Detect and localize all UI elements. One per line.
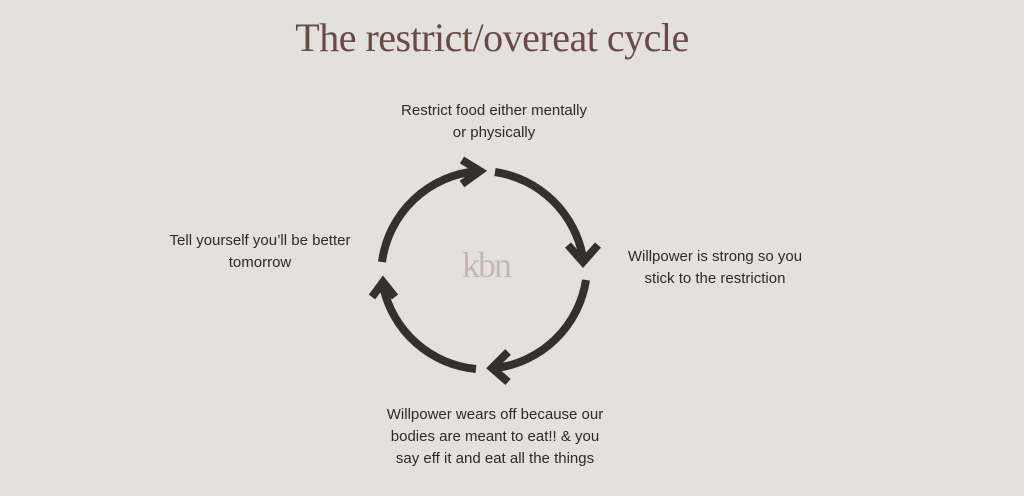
cycle-arrow-3 [379, 285, 477, 373]
step-restrict-label: Restrict food either mentally or physica… [401, 102, 587, 141]
step-willpower-strong-label: Willpower is strong so you stick to the … [627, 248, 803, 287]
arrowhead-1 [565, 242, 601, 269]
cycle-arrow-4 [378, 167, 479, 263]
step-better-tomorrow-label: Tell yourself you’ll be better tomorrow [169, 232, 351, 271]
page-title: The restrict/overeat cycle [295, 15, 689, 60]
step-willpower-wears-off-label: Willpower wears off because our bodies a… [386, 406, 604, 467]
cycle-arrow-1 [494, 168, 587, 259]
cycle-arrow-2 [495, 279, 590, 372]
arrowhead-4 [459, 156, 488, 188]
brand-logo: kbn [462, 245, 512, 285]
arrowhead-2 [486, 349, 511, 386]
arrowhead-3 [368, 275, 399, 300]
